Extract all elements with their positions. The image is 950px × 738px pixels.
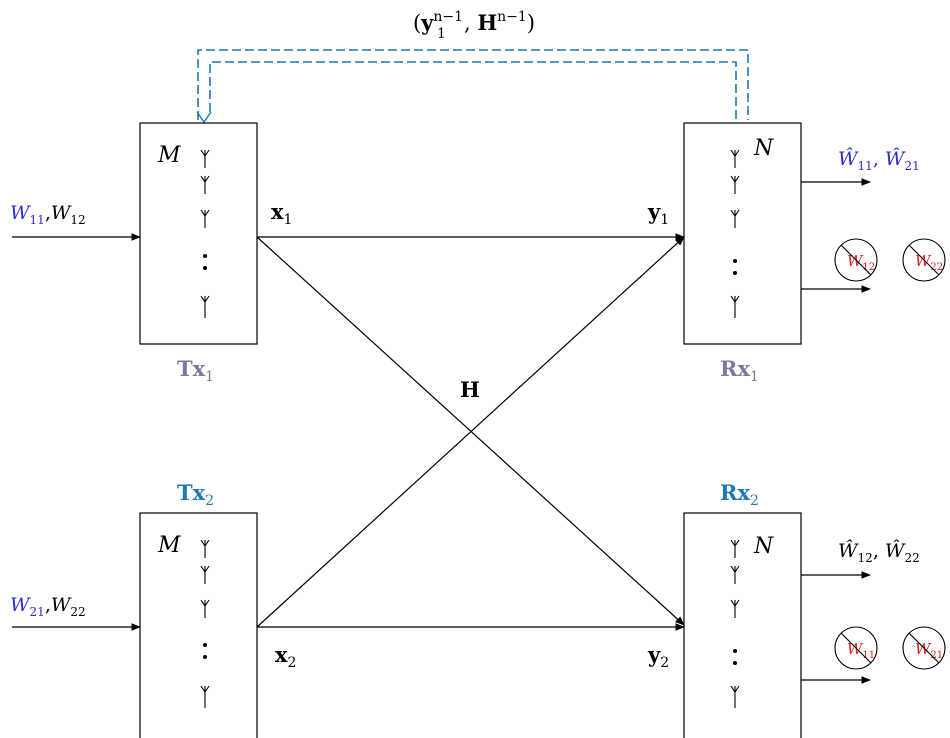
rx2-box [683, 512, 802, 738]
feedback-arrowhead [196, 111, 212, 124]
svg-text:W21: W21 [915, 640, 943, 661]
input-arrows [12, 233, 141, 631]
rx2-ellipsis [733, 649, 737, 665]
feedback-path [197, 49, 749, 120]
svg-text:W12: W12 [847, 252, 875, 273]
rx1-name: Rx1 [720, 356, 759, 385]
channel-links [256, 233, 685, 631]
output-arrows [801, 178, 871, 684]
tx2-box [139, 512, 258, 738]
tx2-antenna-label: M [157, 533, 181, 558]
tx1-antenna-label: M [157, 143, 181, 168]
rx1-decoded-label: Ŵ11, Ŵ21 [838, 147, 920, 173]
y1-label: y1 [647, 199, 669, 228]
link-x1-y2 [256, 236, 685, 626]
rx2-decoded-label: Ŵ12, Ŵ22 [838, 539, 920, 565]
x2-label: x2 [275, 642, 296, 671]
rx2-antennas [730, 539, 740, 708]
svg-text:W22: W22 [915, 252, 943, 273]
y2-label: y2 [647, 642, 669, 671]
rx2-crossed-b: W21 [902, 626, 946, 670]
rx2-antenna-label: N [753, 534, 774, 559]
x1-label: x1 [271, 199, 292, 228]
rx2-name: Rx2 [720, 480, 759, 509]
tx2-input-label: W21,W22 [10, 594, 86, 619]
rx1-crossed-a: W12 [834, 238, 878, 282]
tx2-antennas [200, 539, 210, 708]
tx2-ellipsis [203, 643, 207, 659]
svg-text:W11: W11 [847, 640, 875, 661]
tx1-input-label: W11,W12 [10, 202, 86, 227]
rx1-ellipsis [733, 259, 737, 275]
tx1-name: Tx1 [177, 356, 214, 385]
tx2-name: Tx2 [177, 480, 214, 509]
rx1-crossed-b: W22 [902, 238, 946, 282]
rx1-antennas [730, 149, 740, 318]
rx1-antenna-label: N [753, 136, 774, 161]
channel-label: H [460, 377, 480, 402]
rx2-crossed-a: W11 [834, 626, 878, 670]
link-x2-y1 [256, 236, 685, 628]
tx1-antennas [200, 149, 210, 318]
tx1-box [139, 122, 258, 345]
tx1-ellipsis [203, 254, 207, 270]
rx1-box [683, 122, 802, 345]
